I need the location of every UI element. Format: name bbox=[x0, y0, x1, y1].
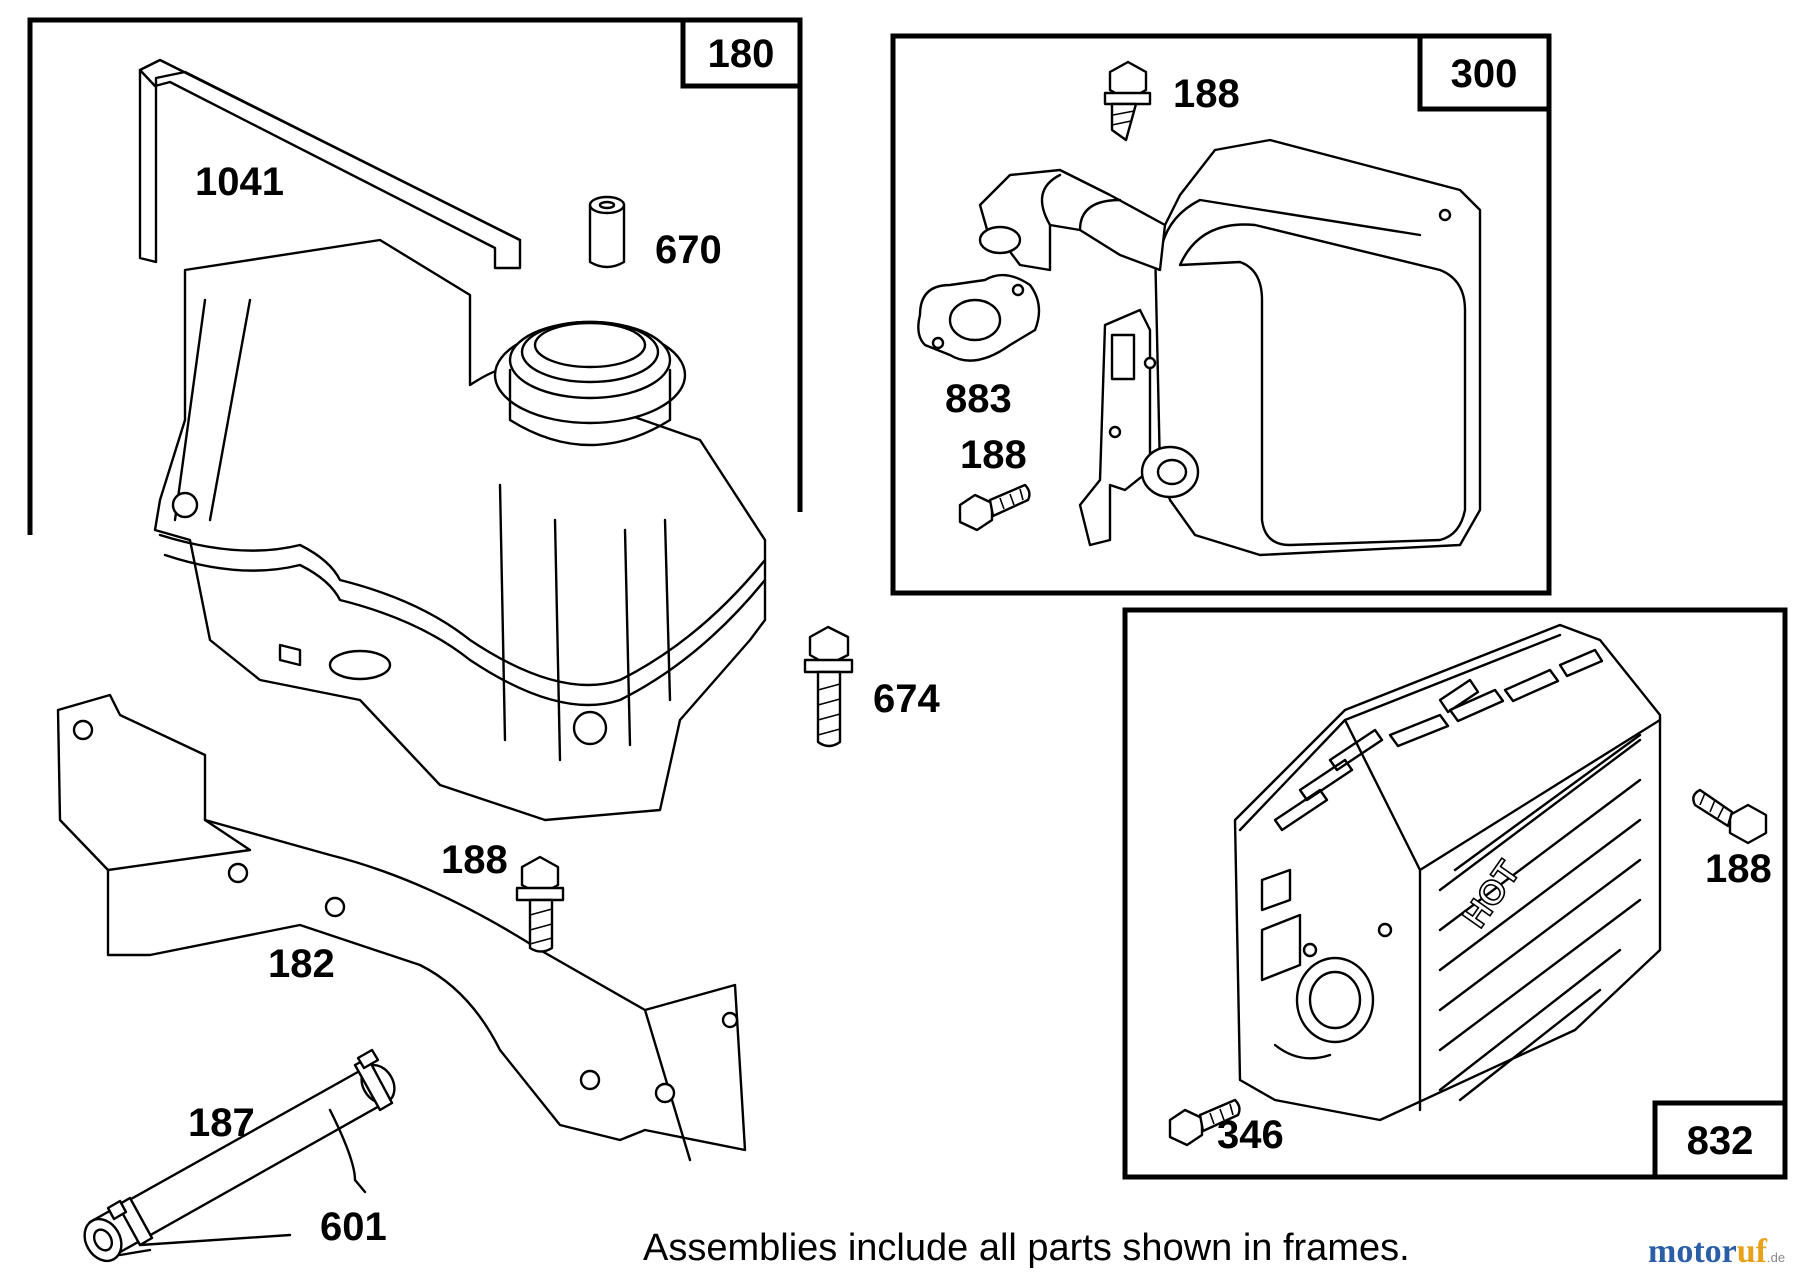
tag-tank bbox=[680, 17, 803, 89]
label-188-mid: 188 bbox=[960, 433, 1027, 477]
label-1041: 1041 bbox=[195, 160, 284, 204]
watermark-brand-b: uf bbox=[1737, 1233, 1768, 1270]
label-883: 883 bbox=[945, 377, 1012, 421]
watermark-logo: motoruf.de bbox=[1648, 1233, 1785, 1270]
label-601: 601 bbox=[320, 1205, 387, 1249]
rod-part[interactable] bbox=[138, 58, 522, 270]
muffler-part[interactable] bbox=[978, 138, 1482, 557]
frame-tank-assembly: 180 bbox=[27, 17, 803, 535]
bolt-188-top-part[interactable] bbox=[1103, 60, 1152, 142]
frame-muffler-assembly: 300 bbox=[890, 33, 1552, 596]
bolt-188-guard-part[interactable] bbox=[1692, 788, 1768, 845]
label-346: 346 bbox=[1217, 1113, 1284, 1157]
label-187: 187 bbox=[188, 1101, 255, 1145]
svg-text:motoruf.de: motoruf.de bbox=[1648, 1233, 1785, 1270]
bolt-188-bracket-part[interactable] bbox=[515, 855, 565, 953]
leader-601-upper bbox=[328, 1108, 367, 1194]
tag-tank-number: 180 bbox=[708, 32, 775, 76]
label-188-top: 188 bbox=[1173, 72, 1240, 116]
label-674: 674 bbox=[873, 677, 940, 721]
label-182: 182 bbox=[268, 942, 335, 986]
muffler-guard-part[interactable]: HOT bbox=[1233, 623, 1662, 1122]
label-188-guard: 188 bbox=[1705, 847, 1772, 891]
label-188-bracket: 188 bbox=[441, 838, 508, 882]
bolt-674-part[interactable] bbox=[803, 625, 854, 748]
fuel-tank-part[interactable] bbox=[153, 238, 767, 822]
tag-muffler-number: 300 bbox=[1451, 52, 1518, 96]
tag-guard-number: 832 bbox=[1687, 1119, 1754, 1163]
watermark-brand-a: motor bbox=[1648, 1233, 1737, 1270]
tag-guard bbox=[1652, 1100, 1788, 1180]
assemblies-caption: Assemblies include all parts shown in fr… bbox=[643, 1227, 1410, 1269]
bracket-part[interactable] bbox=[56, 693, 747, 1162]
tag-muffler bbox=[1417, 33, 1552, 112]
label-670: 670 bbox=[655, 228, 722, 272]
spacer-part[interactable] bbox=[588, 195, 626, 269]
bolt-346-part[interactable] bbox=[1168, 1098, 1241, 1147]
hose-clamp-part[interactable] bbox=[106, 1048, 394, 1247]
watermark-suffix: .de bbox=[1767, 1250, 1785, 1265]
leader-601-lower bbox=[118, 1233, 292, 1257]
frame-guard-assembly: 832 bbox=[1122, 607, 1788, 1180]
bolt-188-mid-part[interactable] bbox=[958, 483, 1031, 532]
gasket-part[interactable] bbox=[917, 273, 1041, 362]
